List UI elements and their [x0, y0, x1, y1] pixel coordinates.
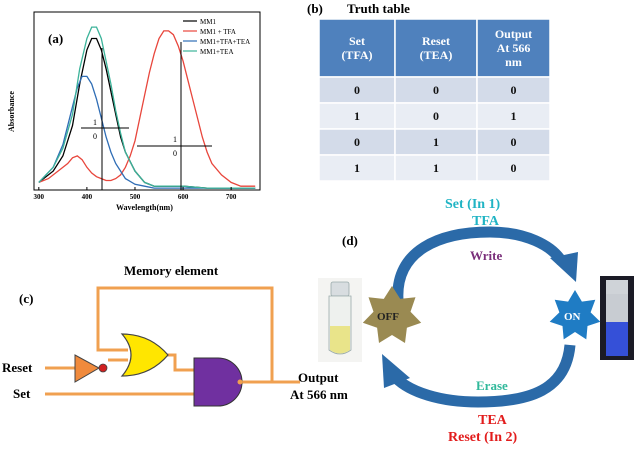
table-header-text: Set: [349, 34, 365, 48]
on-vial-solution: [606, 322, 628, 356]
switching-cycle-panel: (d) Set (In 1) TFA OFF ON Write Erase TE…: [318, 197, 634, 445]
erase-label: Erase: [476, 378, 508, 393]
table-header-cell: [318, 18, 396, 78]
y-axis-label: Absorbance: [7, 91, 16, 132]
table-header-text: At 566: [497, 41, 531, 55]
off-state-label: OFF: [377, 311, 399, 323]
or-to-and-wire: [166, 353, 196, 372]
circuit-wires: [45, 286, 300, 396]
chart-series-group: [38, 26, 256, 189]
tea-label: TEA: [478, 413, 508, 428]
output-label-line2: At 566 nm: [290, 387, 348, 402]
off-vial-solution: [330, 326, 350, 354]
x-tick-label: 300: [34, 193, 45, 201]
write-label: Write: [470, 248, 502, 263]
off-vial-photo: [318, 278, 362, 362]
table-cell: [318, 102, 396, 130]
chart-frame: [33, 11, 261, 191]
table-header-text: nm: [505, 55, 522, 69]
table-cell: [476, 154, 551, 182]
off-state-star: [362, 286, 422, 343]
table-cell-value: 0: [511, 83, 517, 97]
panel-d-label: (d): [342, 233, 358, 248]
table-cell-value: 1: [354, 109, 360, 123]
or-gate: [120, 333, 169, 377]
output-label-line1: Output: [298, 370, 339, 385]
reset-in2-label: Reset (In 2): [448, 430, 518, 445]
table-cell-value: 1: [433, 135, 439, 149]
right-one-label: 1: [173, 135, 177, 144]
left-one-label: 1: [93, 118, 97, 127]
logic-circuit-panel: (c) Memory element Reset Set Output At 5…: [2, 263, 348, 407]
table-cell-value: 0: [511, 135, 517, 149]
x-tick-label: 700: [226, 193, 237, 201]
table-header-text: (TFA): [341, 48, 372, 62]
table-cell-value: 1: [354, 161, 360, 175]
truth-table-title: Truth table: [347, 1, 410, 16]
table-cell-value: 0: [511, 161, 517, 175]
table-cell-value: 0: [354, 135, 360, 149]
table-cell-value: 0: [433, 109, 439, 123]
output-node: [237, 379, 243, 385]
table-cell-value: 0: [433, 83, 439, 97]
x-tick-label: 500: [130, 193, 141, 201]
x-tick-label: 400: [82, 193, 93, 201]
x-tick-label: 600: [178, 193, 189, 201]
panel-b-label: (b): [307, 1, 323, 16]
chart-legend: MM1 MM1 + TFA MM1+TFA+TEA MM1+TEA: [183, 18, 250, 56]
memory-element-label: Memory element: [124, 263, 219, 278]
legend-mm1-tfa-tea: MM1+TFA+TEA: [200, 38, 250, 46]
erase-arrow-head: [382, 354, 410, 388]
panel-c-label: (c): [19, 291, 33, 306]
table-header-text: Output: [495, 27, 532, 41]
write-arrow-body: [392, 226, 567, 301]
table-cell-value: 0: [354, 83, 360, 97]
truth-table-panel: (b) Truth table Set(TFA) Reset(TEA) Output…: [307, 1, 551, 182]
table-cell: [476, 76, 551, 104]
write-arrow-head: [550, 252, 578, 282]
on-vial-photo: [600, 276, 634, 360]
erase-arrow-body: [392, 344, 576, 408]
on-vial-upper: [606, 294, 628, 322]
memory-feedback-wire: [96, 286, 274, 382]
table-header-text: Reset: [422, 34, 450, 48]
table-cell: [318, 128, 396, 156]
series-line-3: [38, 26, 256, 189]
on-state-label: ON: [564, 311, 581, 323]
on-vial-cap: [606, 280, 628, 294]
x-axis-label: Wavelength(nm): [116, 203, 173, 212]
absorbance-chart: 300 400 500 600 700 1 0 1 0 (a) MM1 MM1 + TF…: [7, 11, 261, 212]
chart-x-ticks: 300 400 500 600 700: [34, 187, 237, 201]
tfa-label: TFA: [472, 214, 500, 229]
reset-input-label: Reset: [2, 360, 33, 375]
legend-mm1-tea: MM1+TEA: [200, 48, 234, 56]
table-cell-value: 1: [433, 161, 439, 175]
series-line-1: [38, 30, 256, 187]
legend-mm1: MM1: [200, 18, 216, 26]
on-state-star: [549, 290, 601, 340]
right-zero-label: 0: [173, 149, 177, 158]
and-gate: [193, 357, 243, 407]
not-gate: [74, 354, 101, 383]
not-gate-bubble: [98, 363, 108, 373]
table-header-cell: [476, 18, 551, 78]
set-in1-label: Set (In 1): [445, 197, 501, 212]
legend-mm1-tfa: MM1 + TFA: [200, 28, 236, 36]
off-vial-cap: [330, 281, 350, 297]
left-zero-label: 0: [93, 132, 97, 141]
panel-a-label: (a): [48, 31, 63, 46]
table-cell: [476, 128, 551, 156]
set-input-label: Set: [13, 386, 31, 401]
table-header-text: (TEA): [420, 48, 453, 62]
table-header-cell: [394, 18, 478, 78]
table-cell: [318, 154, 396, 182]
table-cell-value: 1: [511, 109, 517, 123]
